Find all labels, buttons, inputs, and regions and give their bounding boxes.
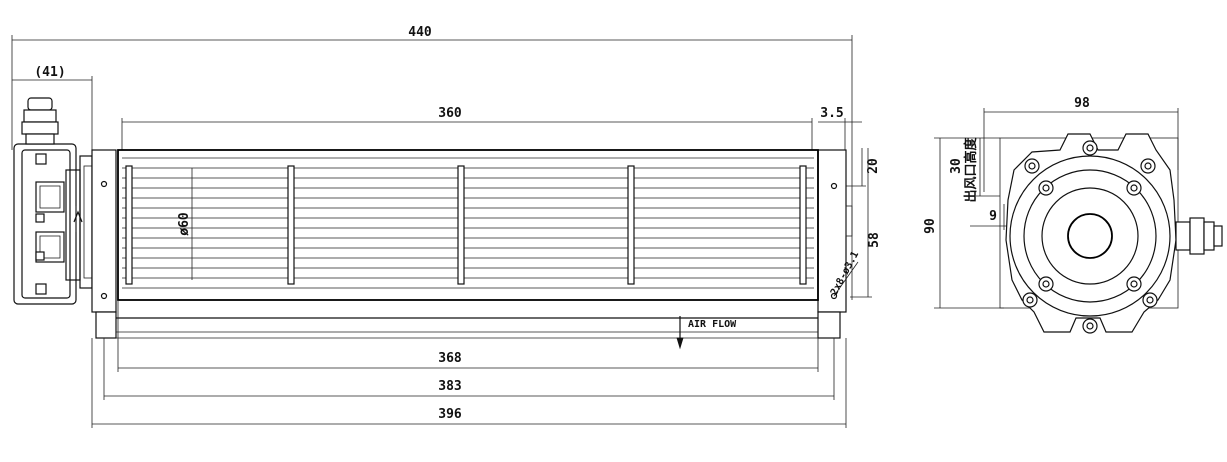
- impeller: [117, 149, 819, 301]
- dimension-3-5: 3.5: [818, 106, 862, 150]
- support-disc: [457, 165, 465, 285]
- dim-60-text: ø60: [177, 212, 192, 236]
- impeller-discs: [125, 165, 807, 285]
- support-disc: [287, 165, 295, 285]
- diameter-60: ø60: [177, 168, 193, 280]
- impeller-blades: [122, 157, 814, 289]
- dim-98-text: 98: [1074, 96, 1090, 111]
- dimension-58: 58: [850, 148, 882, 298]
- bolt: [1126, 180, 1142, 196]
- support-disc: [799, 165, 807, 285]
- left-end-plate: [91, 149, 117, 339]
- bolt: [1024, 158, 1040, 174]
- outlet-height-label: 出风口高度: [963, 137, 979, 203]
- bolt: [1038, 180, 1054, 196]
- dim-396-text: 396: [438, 407, 462, 422]
- dim-3-5-text: 3.5: [820, 106, 843, 121]
- cable-gland: [21, 97, 59, 145]
- dim-20-text: 20: [866, 158, 881, 174]
- side-cable-gland: [1175, 217, 1223, 255]
- support-disc: [125, 165, 133, 285]
- airflow-text: AIR FLOW: [688, 319, 737, 330]
- dimension-41: (41): [12, 65, 93, 150]
- bolt: [1082, 140, 1098, 156]
- dimension-396: 396: [91, 338, 847, 428]
- bolt: [1022, 292, 1038, 308]
- dimension-90: 90: [923, 137, 1004, 309]
- support-disc: [627, 165, 635, 285]
- dim-90-text: 90: [923, 218, 938, 234]
- air-outlet: AIR FLOW: [116, 316, 818, 350]
- dim-41-text: (41): [34, 65, 65, 80]
- dim-58-text: 58: [867, 232, 882, 248]
- bolt: [1126, 276, 1142, 292]
- dim-440-text: 440: [408, 25, 432, 40]
- bolt: [1140, 158, 1156, 174]
- side-view: 98 90 30 出风口高度 9: [923, 96, 1223, 334]
- dimension-440: 440: [11, 25, 853, 300]
- motor-housing: [13, 143, 83, 305]
- dim-360-text: 360: [438, 106, 462, 121]
- dimension-360: 360: [121, 106, 813, 150]
- flange-bolts: [1022, 140, 1158, 334]
- bolt: [1082, 318, 1098, 334]
- bolt: [1142, 292, 1158, 308]
- bolt: [1038, 276, 1054, 292]
- dim-9-text: 9: [989, 209, 997, 224]
- dim-30-text: 30: [949, 158, 964, 174]
- dim-383-text: 383: [438, 379, 461, 394]
- dim-368-text: 368: [438, 351, 462, 366]
- dimension-383: 383: [103, 338, 835, 400]
- right-end-plate: [817, 149, 853, 339]
- dimension-368: 368: [117, 300, 819, 372]
- dimension-30: 30 出风口高度: [949, 137, 1000, 203]
- front-view: 440 (41) 360 3.5 20: [11, 25, 882, 428]
